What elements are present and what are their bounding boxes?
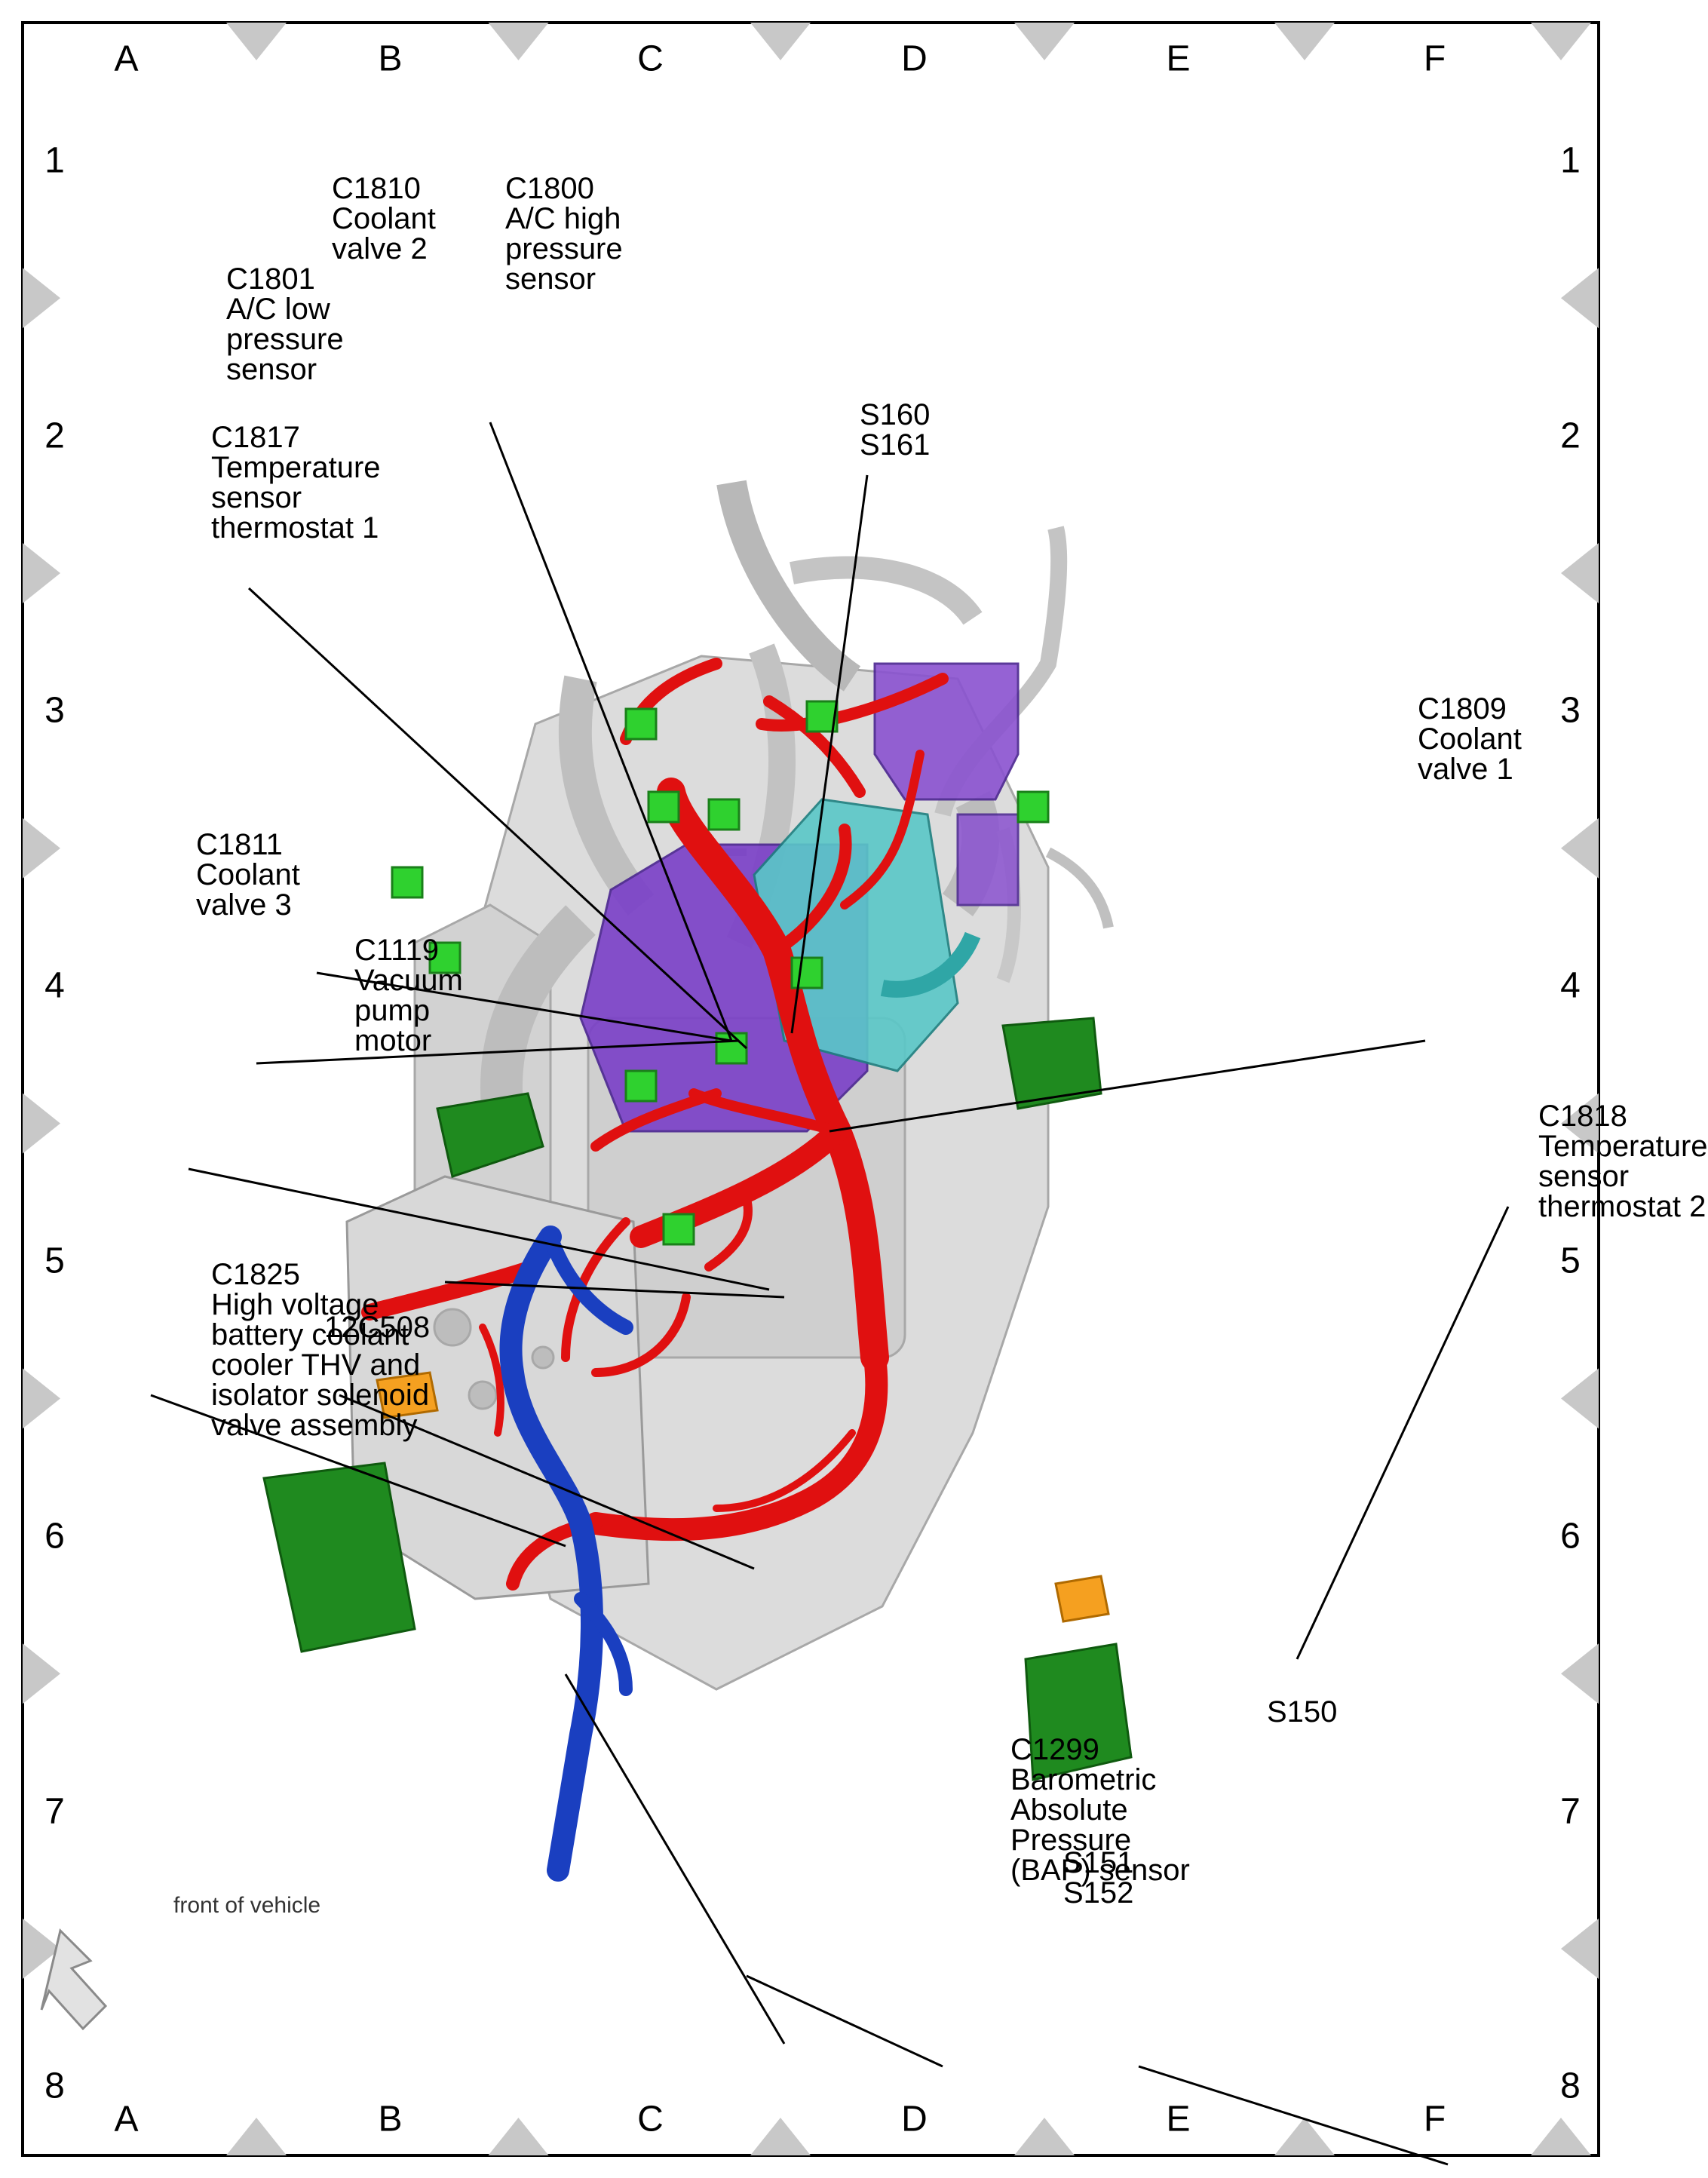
grid-number-8-top: 8	[1560, 2066, 1581, 2106]
callout-c1800: C1800 A/C high pressure sensor	[505, 172, 623, 296]
engine-harness-illustration	[21, 21, 1600, 2166]
grid-number-6-top: 6	[1560, 1516, 1581, 1557]
callout-c1818: C1818 Temperature sensor thermostat 2	[1538, 1100, 1708, 1223]
grid-number-8-bottom: 8	[44, 2066, 65, 2106]
green-modules	[262, 1017, 1133, 1781]
grid-number-7-top: 7	[1560, 1791, 1581, 1832]
frame-triangle-right-2	[488, 2118, 549, 2155]
frame-triangle-left-1	[226, 23, 287, 60]
frame-triangle-bottom-7	[23, 1919, 60, 1979]
grid-number-4-top: 4	[1560, 965, 1581, 1006]
grid-letter-B-right: B	[378, 2099, 403, 2140]
grid-number-2-top: 2	[1560, 416, 1581, 456]
rotated-landscape-frame: C1800 A/C high pressure sensor C1810 Coo…	[21, 21, 1708, 2166]
leader-c1817	[247, 587, 748, 1050]
callout-c1810: C1810 Coolant valve 2	[332, 172, 436, 265]
frame-triangle-bottom-2	[23, 543, 60, 603]
wiring-diagram-sheet: C1800 A/C high pressure sensor C1810 Coo…	[21, 21, 1708, 2166]
grid-number-2-bottom: 2	[44, 416, 65, 456]
leader-c1809	[829, 1039, 1426, 1133]
front-of-vehicle-arrow-icon	[40, 1928, 108, 2031]
grid-number-5-bottom: 5	[44, 1241, 65, 1281]
leader-s151	[746, 1974, 943, 2068]
leader-12c508	[339, 1394, 755, 1570]
grid-letter-F-left: F	[1423, 38, 1446, 79]
grid-letter-F-right: F	[1423, 2099, 1446, 2140]
grid-number-1-bottom: 1	[44, 140, 65, 181]
grid-number-4-bottom: 4	[44, 965, 65, 1006]
frame-triangle-left-2	[488, 23, 549, 60]
callout-c1817: C1817 Temperature sensor thermostat 1	[211, 421, 381, 544]
grid-letter-C-left: C	[637, 38, 664, 79]
front-of-vehicle-label: front of vehicle	[173, 1893, 321, 1918]
callout-s150: S150	[1267, 1695, 1338, 1729]
grid-letter-D-left: D	[901, 38, 928, 79]
leader-c1811	[188, 1167, 770, 1291]
frame-triangle-left-5	[1274, 23, 1335, 60]
frame-triangle-top-2	[1561, 543, 1599, 603]
grid-letter-A-left: A	[114, 38, 139, 79]
frame-triangles-right	[226, 2118, 1591, 2155]
diagram-stage: C1800 A/C high pressure sensor C1810 Coo…	[21, 21, 1708, 2166]
grid-letter-C-right: C	[637, 2099, 664, 2140]
grid-number-3-bottom: 3	[44, 690, 65, 731]
grid-letter-E-right: E	[1166, 2099, 1191, 2140]
callout-c1119: C1119 Vacuum pump motor	[354, 934, 463, 1057]
frame-triangle-top-3	[1561, 818, 1599, 879]
callout-c1801: C1801 A/C low pressure sensor	[226, 262, 344, 386]
leader-s150	[1138, 2065, 1449, 2166]
callout-c1809: C1809 Coolant valve 1	[1418, 692, 1522, 786]
frame-triangle-bottom-6	[23, 1643, 60, 1704]
frame-triangle-top-7	[1561, 1919, 1599, 1979]
frame-triangle-top-6	[1561, 1643, 1599, 1704]
frame-triangle-right-6	[1531, 2118, 1591, 2155]
grid-number-7-bottom: 7	[44, 1791, 65, 1832]
callout-c1825: C1825 High voltage battery coolant coole…	[211, 1258, 430, 1442]
frame-triangle-bottom-4	[23, 1093, 60, 1154]
leader-c1299	[564, 1673, 786, 2045]
frame-triangle-right-3	[750, 2118, 811, 2155]
frame-triangle-right-5	[1274, 2118, 1335, 2155]
frame-triangle-left-4	[1014, 23, 1075, 60]
leader-c1119	[444, 1281, 785, 1299]
callout-c1299: C1299 Barometric Absolute Pressure (BAP)…	[1010, 1733, 1190, 1887]
frame-triangle-top-5	[1561, 1368, 1599, 1429]
frame-triangle-bottom-1	[23, 268, 60, 329]
callout-12c508: 12C508	[324, 1311, 431, 1344]
orange-fittings	[376, 1371, 1110, 1623]
frame-triangles-bottom	[23, 268, 60, 1979]
grid-letter-D-right: D	[901, 2099, 928, 2140]
leader-s160	[790, 474, 869, 1034]
leader-c1825	[150, 1394, 566, 1548]
grid-letter-B-left: B	[378, 38, 403, 79]
blue-harness	[499, 1226, 633, 1882]
leader-c1800	[316, 971, 732, 1042]
leader-c1810	[256, 1039, 740, 1065]
frame-triangle-left-6	[1531, 23, 1591, 60]
grid-number-5-top: 5	[1560, 1241, 1581, 1281]
leader-lines	[150, 422, 1510, 2166]
callout-c1811: C1811 Coolant valve 3	[196, 828, 300, 922]
frame-triangles-left	[226, 23, 1591, 60]
frame-triangle-bottom-3	[23, 818, 60, 879]
grid-letter-E-left: E	[1166, 38, 1191, 79]
frame-triangle-right-1	[226, 2118, 287, 2155]
grid-number-3-top: 3	[1560, 690, 1581, 731]
grid-number-6-bottom: 6	[44, 1516, 65, 1557]
frame-triangle-top-4	[1561, 1093, 1599, 1154]
leader-c1801	[489, 422, 733, 1041]
frame-triangle-top-1	[1561, 268, 1599, 329]
callout-s160: S160 S161	[860, 398, 931, 462]
frame-triangles-top	[1561, 268, 1599, 1979]
red-harness	[361, 658, 949, 1591]
grid-letter-A-right: A	[114, 2099, 139, 2140]
leader-c1818	[1296, 1206, 1510, 1660]
frame-triangle-right-4	[1014, 2118, 1075, 2155]
grid-number-1-top: 1	[1560, 140, 1581, 181]
frame-triangle-bottom-5	[23, 1368, 60, 1429]
frame-triangle-left-3	[750, 23, 811, 60]
